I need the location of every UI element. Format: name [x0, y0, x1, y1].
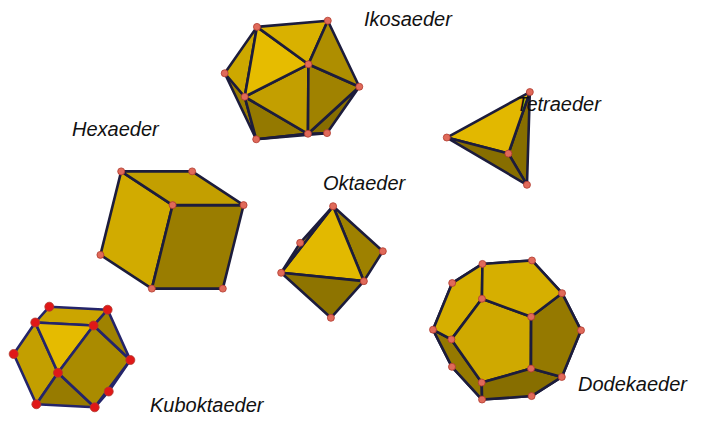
polyhedron-vertex: [31, 318, 40, 327]
polyhedron-vertex: [297, 239, 304, 246]
polyhedron-vertex: [528, 393, 535, 400]
polyhedron-vertex: [253, 136, 260, 143]
polyhedron-vertex: [219, 285, 226, 292]
polyhedron-vertex: [103, 305, 112, 314]
polyhedron-vertex: [356, 83, 363, 90]
polyhedron-face: [94, 310, 131, 360]
polyhedron-vertex: [505, 150, 512, 157]
polyhedron-vertex: [253, 23, 260, 30]
polyhedron-vertex: [478, 379, 485, 386]
polyhedron-vertex: [90, 403, 99, 412]
polyhedron-name: Oktaeder: [323, 172, 405, 194]
polyhedron-face: [281, 206, 364, 281]
polyhedron-vertex: [89, 321, 98, 330]
polyhedron-vertex: [528, 257, 535, 264]
polyhedron-vertex: [528, 313, 535, 320]
polyhedron-vertex: [221, 70, 228, 77]
polyhedron-vertex: [240, 202, 247, 209]
polyhedron-name: Dodekaeder: [578, 373, 687, 395]
polyhedron-vertex: [126, 356, 135, 365]
polyhedron-vertex: [169, 202, 176, 209]
polyhedron-vertex: [278, 269, 285, 276]
polyhedron-vertex: [379, 248, 386, 255]
polyhedron-vertex: [558, 373, 565, 380]
polyhedron-name: Kuboktaeder: [150, 394, 263, 416]
polyhedron-vertex: [330, 203, 337, 210]
polyhedron-vertex: [304, 130, 311, 137]
polyhedron-vertex: [53, 368, 62, 377]
polyhedron-vertex: [449, 280, 456, 287]
octahedron-figure: [278, 203, 387, 322]
polyhedron-vertex: [148, 285, 155, 292]
polyhedron-face: [281, 273, 364, 318]
hexahedron-figure: [97, 168, 247, 292]
icosahedron-figure: [221, 17, 363, 143]
polyhedron-face: [152, 205, 244, 289]
polyhedron-vertex: [559, 290, 566, 297]
polyhedron-vertex: [9, 349, 18, 358]
polyhedron-vertex: [479, 260, 486, 267]
polyhedron-vertex: [448, 363, 455, 370]
polyhedron-vertex: [241, 93, 248, 100]
polyhedron-vertex: [523, 181, 530, 188]
polyhedron-vertex: [448, 336, 455, 343]
polyhedron-face: [121, 171, 243, 205]
polyhedron-name: Tetraeder: [516, 93, 601, 115]
polyhedron-vertex: [189, 168, 196, 175]
polyhedron-vertex: [577, 327, 584, 334]
polyhedron-vertex: [45, 302, 54, 311]
polyhedron-vertex: [32, 400, 41, 409]
polyhedron-vertex: [430, 326, 437, 333]
polyhedron-vertex: [528, 365, 535, 372]
polyhedron-name: Ikosaeder: [364, 8, 452, 30]
cuboctahedron-figure: [9, 302, 135, 412]
polyhedron-face: [482, 260, 562, 316]
polyhedron-vertex: [324, 17, 331, 24]
polyhedron-name: Hexaeder: [72, 118, 159, 140]
polyhedron-vertex: [118, 168, 125, 175]
polyhedron-vertex: [104, 387, 113, 396]
polyhedron-face: [447, 138, 527, 185]
polyhedron-face: [281, 206, 333, 273]
polyhedron-vertex: [479, 396, 486, 403]
polyhedron-vertex: [443, 134, 450, 141]
polyhedron-face: [308, 21, 359, 87]
polyhedron-vertex: [97, 251, 104, 258]
dodecahedron-figure: [430, 257, 585, 403]
polyhedron-vertex: [478, 295, 485, 302]
polyhedron-vertex: [327, 314, 334, 321]
polyhedron-vertex: [360, 278, 367, 285]
polyhedron-vertex: [305, 61, 312, 68]
polyhedron-vertex: [324, 130, 331, 137]
